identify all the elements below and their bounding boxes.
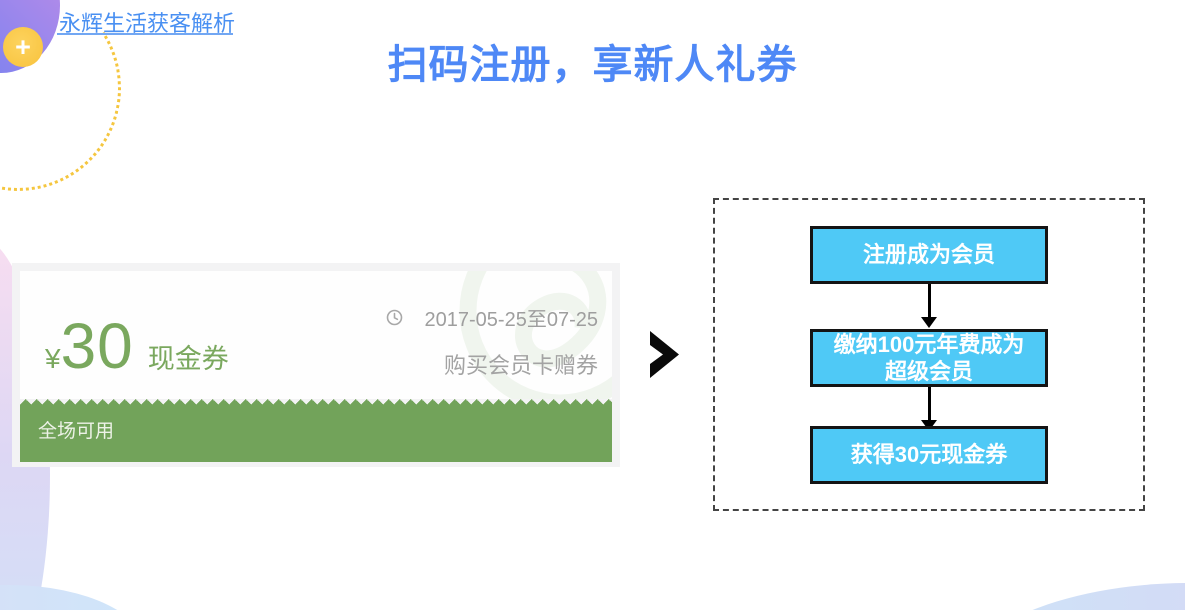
coupon-validity-row: 2017-05-25至07-25 <box>386 303 598 332</box>
coupon-watermark-logo <box>459 271 612 399</box>
arrow-line <box>927 387 931 420</box>
coupon-currency: ¥ <box>45 343 61 374</box>
coupon-amount-row: ¥ 30 现金券 <box>45 309 229 383</box>
flowchart-panel: 注册成为会员 缴纳100元年费成为 超级会员 获得30元现金券 <box>713 198 1145 511</box>
flow-arrow-icon <box>921 387 937 431</box>
arrow-line <box>927 284 931 317</box>
flow-arrow-icon <box>921 284 937 328</box>
coupon-info-block: 2017-05-25至07-25 购买会员卡赠券 <box>386 303 598 380</box>
arrow-head <box>921 420 937 431</box>
coupon-type-label: 现金券 <box>147 344 229 374</box>
bottom-right-blob-decor <box>950 583 1185 610</box>
logo-title: 永辉生活获客解析 <box>59 11 236 36</box>
coupon-card: ¥ 30 现金券 2017-05-25至07-25 购买会员卡赠券 全场可用 <box>12 263 620 467</box>
coupon-source-label: 购买会员卡赠券 <box>443 353 598 378</box>
page-title: 扫码注册，享新人礼券 <box>387 43 798 87</box>
coupon-scope-band: 全场可用 <box>20 399 612 462</box>
coupon-inner-card: ¥ 30 现金券 2017-05-25至07-25 购买会员卡赠券 <box>20 271 612 399</box>
clock-icon <box>386 309 402 326</box>
flow-step-register: 注册成为会员 <box>810 226 1048 284</box>
arrow-head <box>921 317 937 328</box>
bottom-left-blob-decor <box>0 585 150 610</box>
plus-badge: + <box>3 27 43 67</box>
coupon-validity: 2017-05-25至07-25 <box>424 309 598 331</box>
flow-step-pay-fee: 缴纳100元年费成为 超级会员 <box>810 329 1048 387</box>
next-chevron-icon <box>650 331 679 378</box>
logo-underline <box>57 33 233 35</box>
coupon-teeth-edge <box>20 399 612 406</box>
flow-step-get-coupon: 获得30元现金券 <box>810 426 1048 484</box>
coupon-amount: 30 <box>60 310 134 382</box>
coupon-scope-label: 全场可用 <box>38 421 115 442</box>
plus-icon: + <box>15 31 31 62</box>
